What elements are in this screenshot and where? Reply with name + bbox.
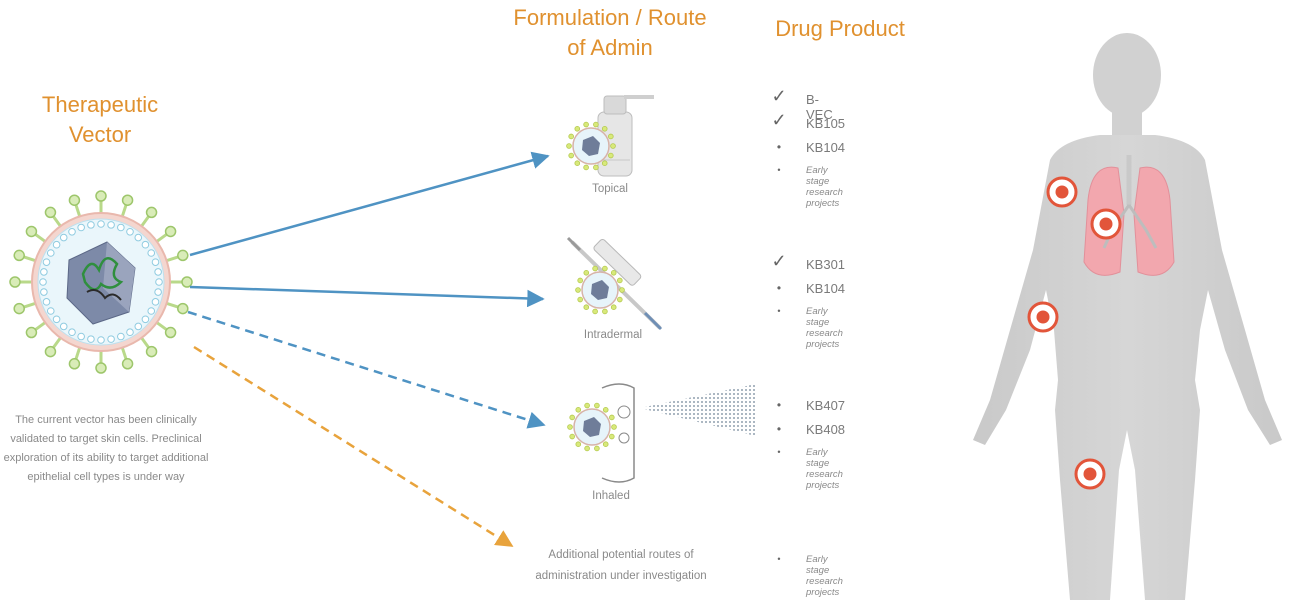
bullet-icon: • (776, 281, 782, 295)
heading-drug-product: Drug Product (775, 16, 905, 41)
virus-vector-icon (9, 190, 193, 374)
bullet-icon: • (777, 447, 781, 457)
arrow-to-additional-routes (193, 345, 514, 548)
route-label-intradermal: Intradermal (583, 329, 643, 341)
aerosol-spray-icon (640, 384, 756, 436)
check-icon: ✓ (771, 86, 787, 106)
mini-vector-topical-icon (566, 121, 616, 171)
heading-therapeutic-vector: Therapeutic Vector (41, 92, 159, 147)
route-label-inhaled: Inhaled (592, 490, 630, 502)
route-label-topical: Topical (592, 183, 628, 195)
arrow-to-intradermal (189, 285, 545, 308)
bullet-icon: • (777, 306, 781, 316)
mini-vector-inhaled-icon (567, 402, 617, 452)
bullet-icon: • (776, 140, 782, 154)
bullet-icon: • (776, 398, 782, 412)
inhaler-icon (601, 383, 756, 483)
target-marker-lung-icon (1090, 208, 1122, 240)
mini-vector-intradermal-icon (575, 265, 625, 315)
human-body-icon (973, 33, 1282, 600)
target-marker-leg-icon (1074, 458, 1106, 490)
route-label-additional: Additional potential routes of administr… (535, 549, 707, 582)
bullet-icon: • (777, 554, 781, 564)
bullet-icon: • (777, 165, 781, 175)
arrow-to-inhaled (187, 310, 546, 429)
target-marker-arm-icon (1027, 301, 1059, 333)
check-icon: ✓ (771, 251, 787, 271)
target-marker-shoulder-icon (1046, 176, 1078, 208)
route-arrows (187, 151, 550, 548)
bullet-icon: • (776, 422, 782, 436)
check-icon: ✓ (771, 110, 787, 130)
heading-formulation-route: Formulation / Route of Admin (513, 5, 707, 60)
vector-caption: The current vector has been clinically v… (3, 414, 209, 483)
arrow-to-topical (189, 151, 550, 257)
